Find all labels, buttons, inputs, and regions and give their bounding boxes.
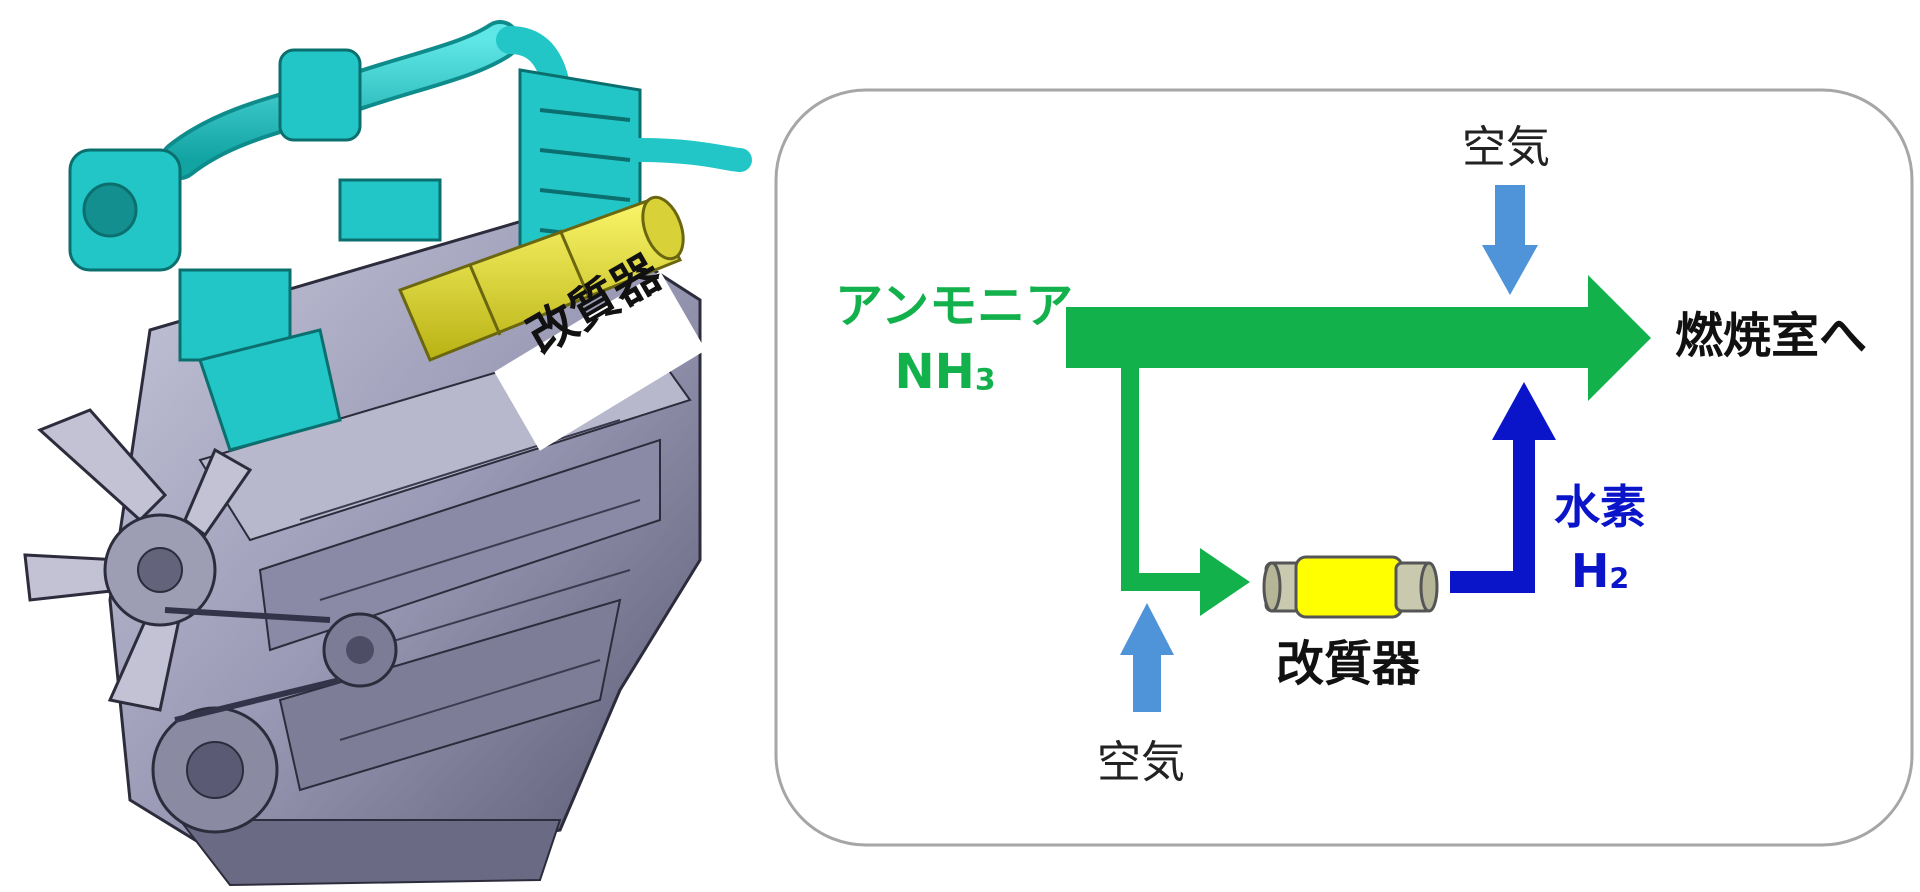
ammonia-formula-main: NH: [894, 344, 975, 400]
hydrogen-formula-sub: 2: [1609, 562, 1630, 596]
reformer-icon: [1262, 555, 1439, 619]
ammonia-branch-arrowhead: [1200, 548, 1250, 616]
destination-label: 燃焼室へ: [1675, 308, 1868, 364]
hydrogen-arrowhead: [1492, 382, 1556, 440]
engine-callout-box: [494, 271, 706, 451]
reformer-label: 改質器: [1276, 636, 1421, 692]
ammonia-branch-line: [1121, 368, 1205, 591]
ammonia-formula-sub: 3: [974, 362, 996, 398]
cooling-fan: [23, 408, 253, 712]
engine-illustration: [23, 20, 752, 887]
diagram-frame: [774, 88, 1914, 847]
air-arrow-top: [1482, 185, 1538, 295]
air-label-bottom: 空気: [1097, 737, 1185, 788]
ammonia-main-arrow: [1066, 275, 1651, 401]
pulleys: [151, 607, 398, 834]
air-arrow-bottom: [1120, 603, 1174, 712]
engine-reformer: [397, 195, 685, 362]
air-label-top: 空気: [1462, 122, 1550, 173]
ammonia-formula: NH3: [835, 348, 1055, 396]
hydrogen-formula-main: H: [1570, 544, 1610, 598]
hydrogen-name: 水素: [1554, 480, 1646, 534]
ammonia-name: アンモニア: [835, 278, 1074, 334]
intake-manifold: [68, 20, 752, 452]
hydrogen-formula: H2: [1530, 548, 1670, 594]
hydrogen-line: [1450, 430, 1535, 593]
